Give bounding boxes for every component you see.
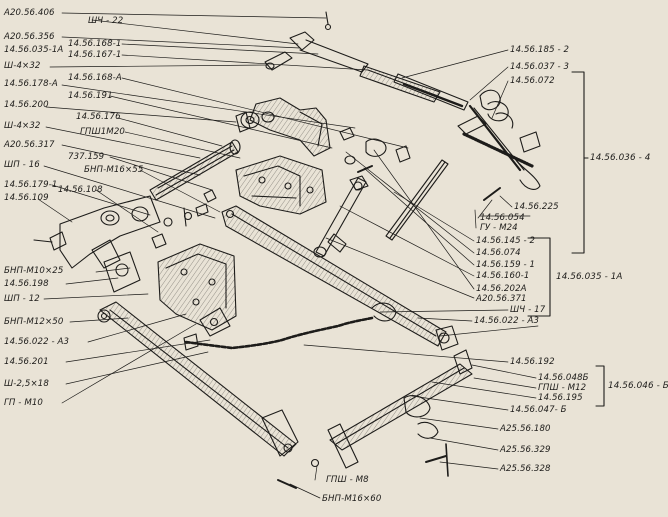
part-label: А25.56.180 [500, 424, 551, 434]
part-label: А25.56.328 [500, 464, 551, 474]
part-label: 14.56.022 - А3 [474, 316, 540, 326]
part-label: ГУ - М24 [480, 223, 518, 233]
bracket-group-035 [527, 237, 551, 317]
part-label: ШЧ - 22 [88, 16, 124, 26]
part-label: 14.56.185 - 2 [510, 45, 570, 55]
part-label: ГПШ1М20 [80, 127, 125, 137]
part-label: 14.56.179-1 [4, 180, 58, 190]
part-label: БНП-М10×25 [4, 266, 64, 276]
right-lift-rod [313, 159, 449, 258]
part-label: 14.56.201 [4, 357, 49, 367]
part-label: ШП - 12 [4, 294, 40, 304]
part-label: 14.56.035-1А [4, 45, 64, 55]
part-label: 14.56.200 [4, 100, 49, 110]
part-label: Ш-4×32 [4, 61, 41, 71]
part-label: 14.56.159 - 1 [476, 260, 536, 270]
part-label: 14.56.168-1 [68, 39, 122, 49]
part-label: А20.56.371 [476, 294, 527, 304]
part-label: ГПШ - М12 [538, 383, 587, 393]
check-chain [183, 316, 374, 351]
part-label: 14.56.022 - А3 [4, 337, 70, 347]
part-label: 14.56.198 [4, 279, 49, 289]
part-label: ГП - М10 [4, 398, 43, 408]
part-label: А20.56.317 [4, 140, 55, 150]
part-label: 14.56.074 [476, 248, 521, 258]
bracket-group-046 [595, 365, 605, 407]
part-label: 14.56.195 [538, 393, 583, 403]
bracket-group-036 [571, 71, 589, 254]
part-label: 14.56.108 [58, 185, 103, 195]
part-label: Ш-4×32 [4, 121, 41, 131]
part-label: ШП - 16 [4, 160, 40, 170]
part-label: ГПШ - М8 [326, 475, 369, 485]
part-label: 14.56.160-1 [476, 271, 530, 281]
part-label: А25.56.329 [500, 445, 551, 455]
part-label: 14.56.192 [510, 357, 555, 367]
part-label: 14.56.178-А [4, 79, 58, 89]
part-label: 14.56.048Б [538, 373, 589, 383]
hatch-fills [100, 66, 472, 456]
part-label: 737.159 [68, 152, 105, 162]
part-label: 14.56.202А [476, 284, 527, 294]
part-label: 14.56.109 [4, 193, 49, 203]
part-label: БНП-М16×60 [322, 494, 382, 504]
group-label: 14.56.035 - 1А [556, 272, 623, 282]
part-label: 14.56.054 [480, 213, 525, 223]
part-label: 14.56.168-А [68, 73, 122, 83]
part-label: 14.56.047- Б [510, 405, 567, 415]
part-label: 14.56.225 [514, 202, 559, 212]
part-label: А20.56.406 [4, 8, 55, 18]
part-label: 14.56.145 - 2 [476, 236, 536, 246]
group-label: 14.56.046 - Б [608, 381, 668, 391]
part-label: 14.56.167-1 [68, 50, 122, 60]
part-label: 14.56.176 [76, 112, 121, 122]
part-label: 14.56.072 [510, 76, 555, 86]
part-label: 14.56.037 - 3 [510, 62, 570, 72]
part-label: БНП-М12×50 [4, 317, 64, 327]
part-label: Ш-2,5×18 [4, 379, 49, 389]
part-label: А20.56.356 [4, 32, 55, 42]
part-label: БНП-М16×55 [84, 165, 144, 175]
part-label: ШЧ - 17 [510, 305, 546, 315]
part-label: 14.56.191 [68, 91, 113, 101]
left-linkage [33, 189, 217, 293]
group-label: 14.56.036 - 4 [590, 153, 651, 163]
